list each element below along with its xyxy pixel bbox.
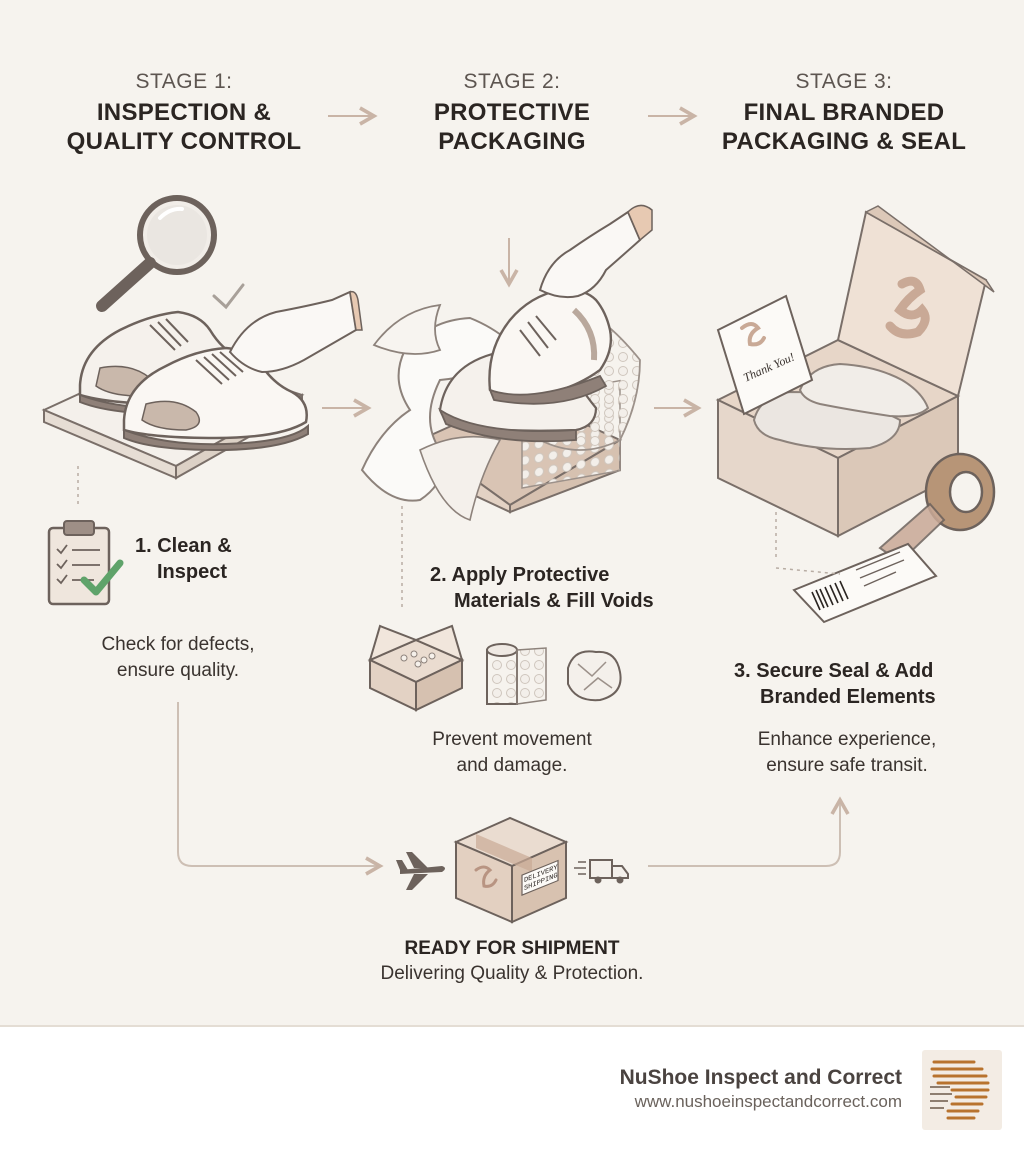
packing-peanuts-icon: [367, 624, 465, 712]
truck-icon: [574, 859, 629, 884]
step-1-title: 1. Clean & Inspect: [135, 533, 315, 585]
flow-connector-right: [648, 796, 850, 867]
step-1-title-line1: 1. Clean &: [135, 535, 232, 557]
step-1-desc-line1: Check for defects,: [101, 634, 255, 655]
check-icon: [212, 283, 245, 310]
step-3-description: Enhance experience, ensure safe transit.: [704, 727, 990, 779]
step-2-title: 2. Apply Protective Materials & Fill Voi…: [430, 562, 690, 614]
step-3-desc-line2: ensure safe transit.: [766, 755, 928, 776]
company-name: NuShoe Inspect and Correct: [619, 1066, 902, 1089]
stage-2-label: STAGE 2:: [463, 70, 561, 93]
footer: [0, 1027, 1024, 1154]
illustration-layer: Thank You! DELIVERY SHIPPING: [41, 106, 996, 924]
stage-2-title-line1: PROTECTIVE: [433, 99, 591, 126]
step-3-title: 3. Secure Seal & Add Branded Elements: [734, 658, 1004, 710]
stage-3-title: FINAL BRANDED PACKAGING & SEAL: [664, 98, 1024, 156]
bubble-wrap-icon: [486, 643, 547, 705]
shipping-box: DELIVERY SHIPPING: [453, 816, 569, 924]
dotted-connector: [775, 567, 841, 575]
step-2-desc-line2: and damage.: [456, 755, 568, 776]
step-1-description: Check for defects, ensure quality.: [38, 632, 318, 684]
flow-connector-left: [177, 702, 384, 876]
step-2-title-line2: Materials & Fill Voids: [454, 590, 654, 612]
airplane-icon: [396, 852, 445, 890]
step-2-title-line1: 2. Apply Protective: [430, 564, 610, 586]
stage-1-title-line1: INSPECTION &: [96, 99, 272, 126]
shipping-label-icon: [792, 542, 938, 624]
stage-1-label: STAGE 1:: [135, 70, 233, 93]
stage-3-title-line1: FINAL BRANDED: [743, 99, 945, 126]
step-1-desc-line2: ensure quality.: [116, 660, 240, 681]
shoe-icon: [488, 288, 613, 405]
gloved-hand: [538, 204, 653, 299]
step-3-title-line2: Branded Elements: [760, 686, 936, 708]
clipboard-icon: [47, 520, 124, 606]
step-3-desc-line1: Enhance experience,: [757, 729, 937, 750]
tape-roll-icon: [878, 452, 996, 564]
shipment-subtitle: Delivering Quality & Protection.: [380, 963, 644, 984]
step-3-title-line1: 3. Secure Seal & Add: [734, 660, 934, 682]
stage-3-label: STAGE 3:: [795, 70, 893, 93]
step-2-desc-line1: Prevent movement: [432, 729, 592, 750]
stage-1-title-line2: QUALITY CONTROL: [66, 128, 302, 155]
step-1-title-line2: Inspect: [157, 561, 228, 583]
logo-icon: [922, 1050, 1002, 1130]
footer-divider: [0, 1025, 1024, 1027]
crumpled-paper-icon: [567, 650, 622, 702]
step-2-description: Prevent movement and damage.: [372, 727, 652, 779]
thank-you-card: Thank You!: [716, 294, 814, 416]
shoe-icon: [752, 362, 930, 450]
gloved-hand: [228, 290, 363, 374]
company-url[interactable]: www.nushoeinspectandcorrect.com: [634, 1092, 902, 1111]
stage-2-title: PROTECTIVE PACKAGING: [332, 98, 692, 156]
stage-3-title-line2: PACKAGING & SEAL: [721, 128, 967, 155]
shipment-title: READY FOR SHIPMENT: [404, 938, 620, 959]
magnifier-icon: [96, 195, 217, 312]
stage-1-title: INSPECTION & QUALITY CONTROL: [4, 98, 364, 156]
stage-2-title-line2: PACKAGING: [438, 128, 586, 155]
